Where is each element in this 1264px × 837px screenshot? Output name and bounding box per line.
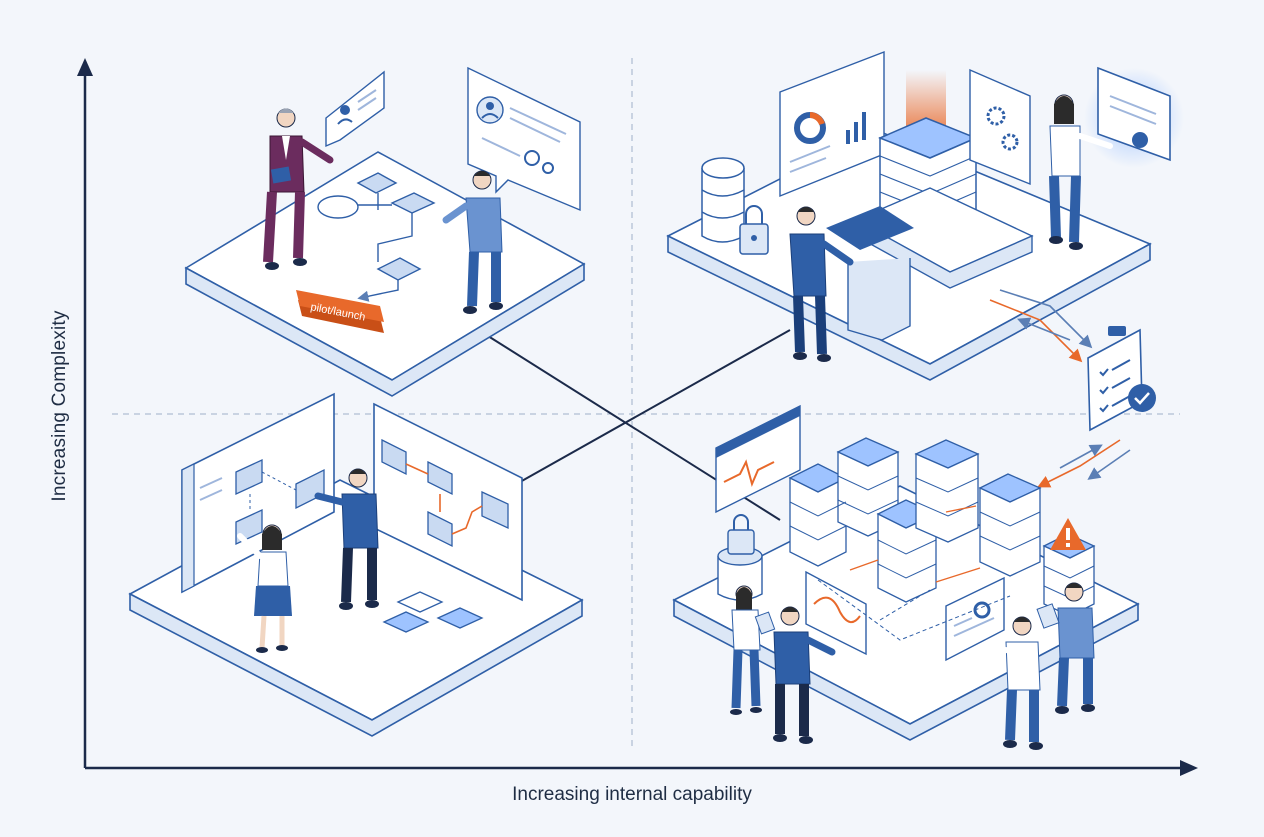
person-woman-tablet: [730, 585, 776, 715]
platform-top-right: [666, 50, 1184, 381]
process-board-right: [373, 402, 523, 602]
certificate-icon: [1084, 66, 1184, 168]
platform-bottom-right: [672, 404, 1140, 750]
flowchart: [317, 172, 436, 302]
x-axis-label: Increasing internal capability: [512, 784, 752, 805]
profile-panel: [467, 66, 581, 212]
platform-top-left: pilot/launch: [184, 66, 586, 397]
data-stream-lines: [849, 505, 981, 583]
floor-blocks: [382, 591, 484, 633]
speech-bubble-profile: [325, 70, 385, 148]
heartbeat-monitor-panel: [715, 404, 801, 514]
pilot-launch-tag: pilot/launch: [296, 290, 384, 333]
platform-bottom-left: [128, 392, 584, 737]
person-kiosk-operator: [789, 206, 914, 362]
server-tower: [854, 70, 1034, 289]
server-rack-lines: [789, 475, 1095, 599]
person-designer: [314, 468, 379, 610]
axes: [77, 58, 1198, 776]
person-suited-presenter: [263, 108, 334, 270]
person-woman-reviewer: [1049, 94, 1113, 250]
quadrant-dividers: [112, 58, 1180, 750]
person-tablet-operator: [1036, 582, 1095, 714]
person-engineer-center: [773, 606, 836, 744]
person-reviewer-right: [981, 616, 1043, 750]
data-flow-arrows: [989, 289, 1131, 488]
clipboard-checklist: [1087, 326, 1156, 432]
settings-gears-panel: [969, 68, 1031, 186]
network-lines: [817, 579, 1011, 641]
database-lock: [701, 157, 769, 255]
warning-icon: [1050, 518, 1086, 550]
y-axis-label: Increasing Complexity: [49, 310, 70, 502]
person-woman-planner: [237, 524, 292, 653]
trend-chart-screen: [805, 570, 867, 656]
report-screen: [945, 576, 1005, 662]
person-analyst: [442, 170, 503, 314]
server-cluster: [788, 437, 1096, 617]
